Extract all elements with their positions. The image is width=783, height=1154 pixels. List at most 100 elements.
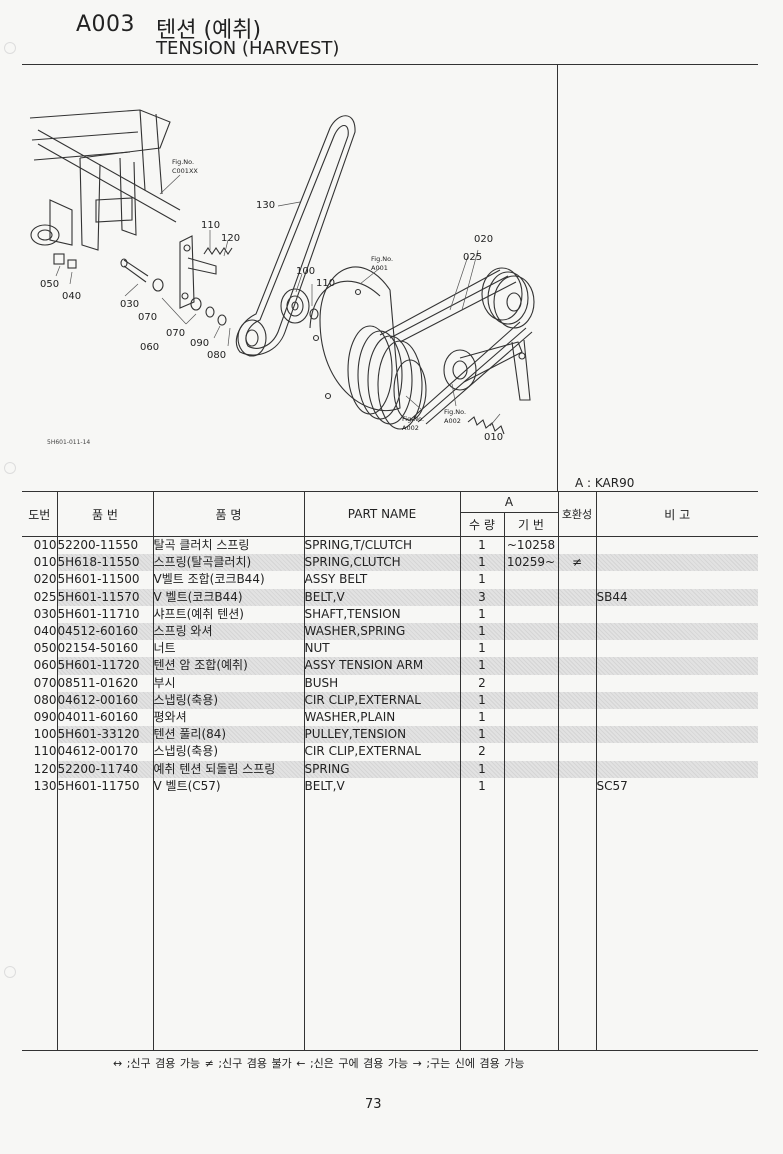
interchange-mark bbox=[557, 674, 596, 692]
part-name-english: WASHER,SPRING bbox=[303, 623, 460, 641]
page-number: 73 bbox=[365, 1097, 382, 1112]
row-number: 020 bbox=[33, 572, 57, 587]
part-number: 08511-01620 bbox=[56, 674, 153, 692]
header-group-a: A bbox=[459, 491, 558, 513]
quantity: 1 bbox=[459, 605, 504, 624]
interchange-mark bbox=[557, 640, 596, 658]
part-number: 5H601-11720 bbox=[56, 657, 153, 675]
quantity: 1 bbox=[459, 760, 504, 778]
serial-range bbox=[503, 571, 558, 589]
interchange-mark bbox=[557, 760, 596, 778]
callout-030: 030 bbox=[120, 299, 139, 310]
callout-020: 020 bbox=[474, 234, 493, 245]
row-number: 100 bbox=[33, 727, 57, 742]
part-name-english: CIR CLIP,EXTERNAL bbox=[303, 743, 460, 761]
part-name-english: CIR CLIP,EXTERNAL bbox=[303, 691, 460, 710]
serial-range bbox=[503, 760, 558, 778]
part-name-english: SPRING,CLUTCH bbox=[303, 554, 460, 572]
row-number: 090 bbox=[33, 710, 57, 725]
row-number: 130 bbox=[33, 778, 57, 793]
binder-hole bbox=[4, 462, 16, 474]
quantity: 1 bbox=[459, 623, 504, 641]
part-number: 04512-60160 bbox=[56, 623, 153, 641]
remarks: SC57 bbox=[595, 777, 758, 796]
fig-ref-label: Fig.No. bbox=[172, 158, 194, 166]
interchange-mark bbox=[557, 623, 596, 641]
callout-010: 010 bbox=[484, 432, 503, 443]
fig-ref-c001xx: C001XX bbox=[172, 167, 198, 175]
quantity: 1 bbox=[459, 726, 504, 744]
part-number: 5H601-11710 bbox=[56, 605, 153, 624]
section-title-korean: 텐션 (예취) bbox=[156, 18, 262, 43]
interchange-mark bbox=[557, 691, 596, 710]
callout-040: 040 bbox=[62, 291, 81, 302]
remarks bbox=[595, 623, 758, 641]
callout-100: 100 bbox=[296, 266, 315, 277]
row-number: 110 bbox=[33, 744, 57, 759]
row-number: 120 bbox=[33, 761, 57, 776]
part-name-korean: 스냅링(축용) bbox=[152, 691, 304, 710]
quantity: 1 bbox=[459, 657, 504, 675]
empty-cell bbox=[22, 795, 57, 1050]
interchange-mark bbox=[557, 571, 596, 589]
part-name-english: SPRING,T/CLUTCH bbox=[303, 536, 460, 555]
remarks bbox=[595, 709, 758, 727]
callout-080: 080 bbox=[207, 350, 226, 361]
callout-110: 110 bbox=[316, 278, 335, 289]
part-name-english: WASHER,PLAIN bbox=[303, 709, 460, 727]
remarks bbox=[595, 760, 758, 778]
part-name-korean: 너트 bbox=[152, 640, 304, 658]
part-name-english: NUT bbox=[303, 640, 460, 658]
serial-range bbox=[503, 709, 558, 727]
part-name-korean: 스프링(탈곡클러치) bbox=[152, 554, 304, 572]
serial-range bbox=[503, 657, 558, 675]
interchange-mark: ≠ bbox=[557, 554, 596, 572]
serial-range bbox=[503, 691, 558, 710]
row-number: 010 bbox=[33, 538, 57, 552]
fig-ref-label: Fig.No. bbox=[402, 415, 424, 423]
quantity: 1 bbox=[459, 554, 504, 572]
header-qty: 수 량 bbox=[459, 512, 504, 537]
remarks bbox=[595, 554, 758, 572]
empty-cell bbox=[459, 795, 504, 1051]
header-part-no: 품 번 bbox=[56, 491, 153, 537]
remarks bbox=[595, 657, 758, 675]
empty-cell bbox=[56, 795, 153, 1051]
row-number: 030 bbox=[33, 606, 57, 621]
part-number: 02154-50160 bbox=[56, 640, 153, 658]
diagram-drawing: 130 110 120 100 110 020 025 050 040 030 … bbox=[29, 109, 535, 443]
remarks bbox=[595, 674, 758, 692]
callout-050: 050 bbox=[40, 279, 59, 290]
header-serial: 기 번 bbox=[503, 512, 558, 537]
empty-cell bbox=[503, 795, 558, 1051]
binder-hole bbox=[4, 42, 16, 54]
figure-divider bbox=[557, 64, 558, 491]
remarks bbox=[595, 726, 758, 744]
header-rule bbox=[22, 64, 758, 65]
header-no: 도번 bbox=[22, 491, 57, 537]
part-name-korean: 부시 bbox=[152, 674, 304, 692]
serial-range: 10259~ bbox=[503, 554, 558, 572]
part-name-korean: V벨트 조합(코크B44) bbox=[152, 571, 304, 589]
part-name-english: PULLEY,TENSION bbox=[303, 726, 460, 744]
part-name-korean: 스냅링(축용) bbox=[152, 743, 304, 761]
header-interchange: 호환성 bbox=[557, 491, 596, 537]
quantity: 1 bbox=[459, 536, 504, 555]
serial-range bbox=[503, 605, 558, 624]
interchange-mark bbox=[557, 536, 596, 555]
binder-hole bbox=[4, 966, 16, 978]
empty-cell bbox=[303, 795, 460, 1051]
serial-range bbox=[503, 726, 558, 744]
part-name-korean: V 벨트(코크B44) bbox=[152, 588, 304, 606]
remarks bbox=[595, 640, 758, 658]
part-number: 5H601-33120 bbox=[56, 726, 153, 744]
quantity: 1 bbox=[459, 691, 504, 710]
part-name-english: BUSH bbox=[303, 674, 460, 692]
